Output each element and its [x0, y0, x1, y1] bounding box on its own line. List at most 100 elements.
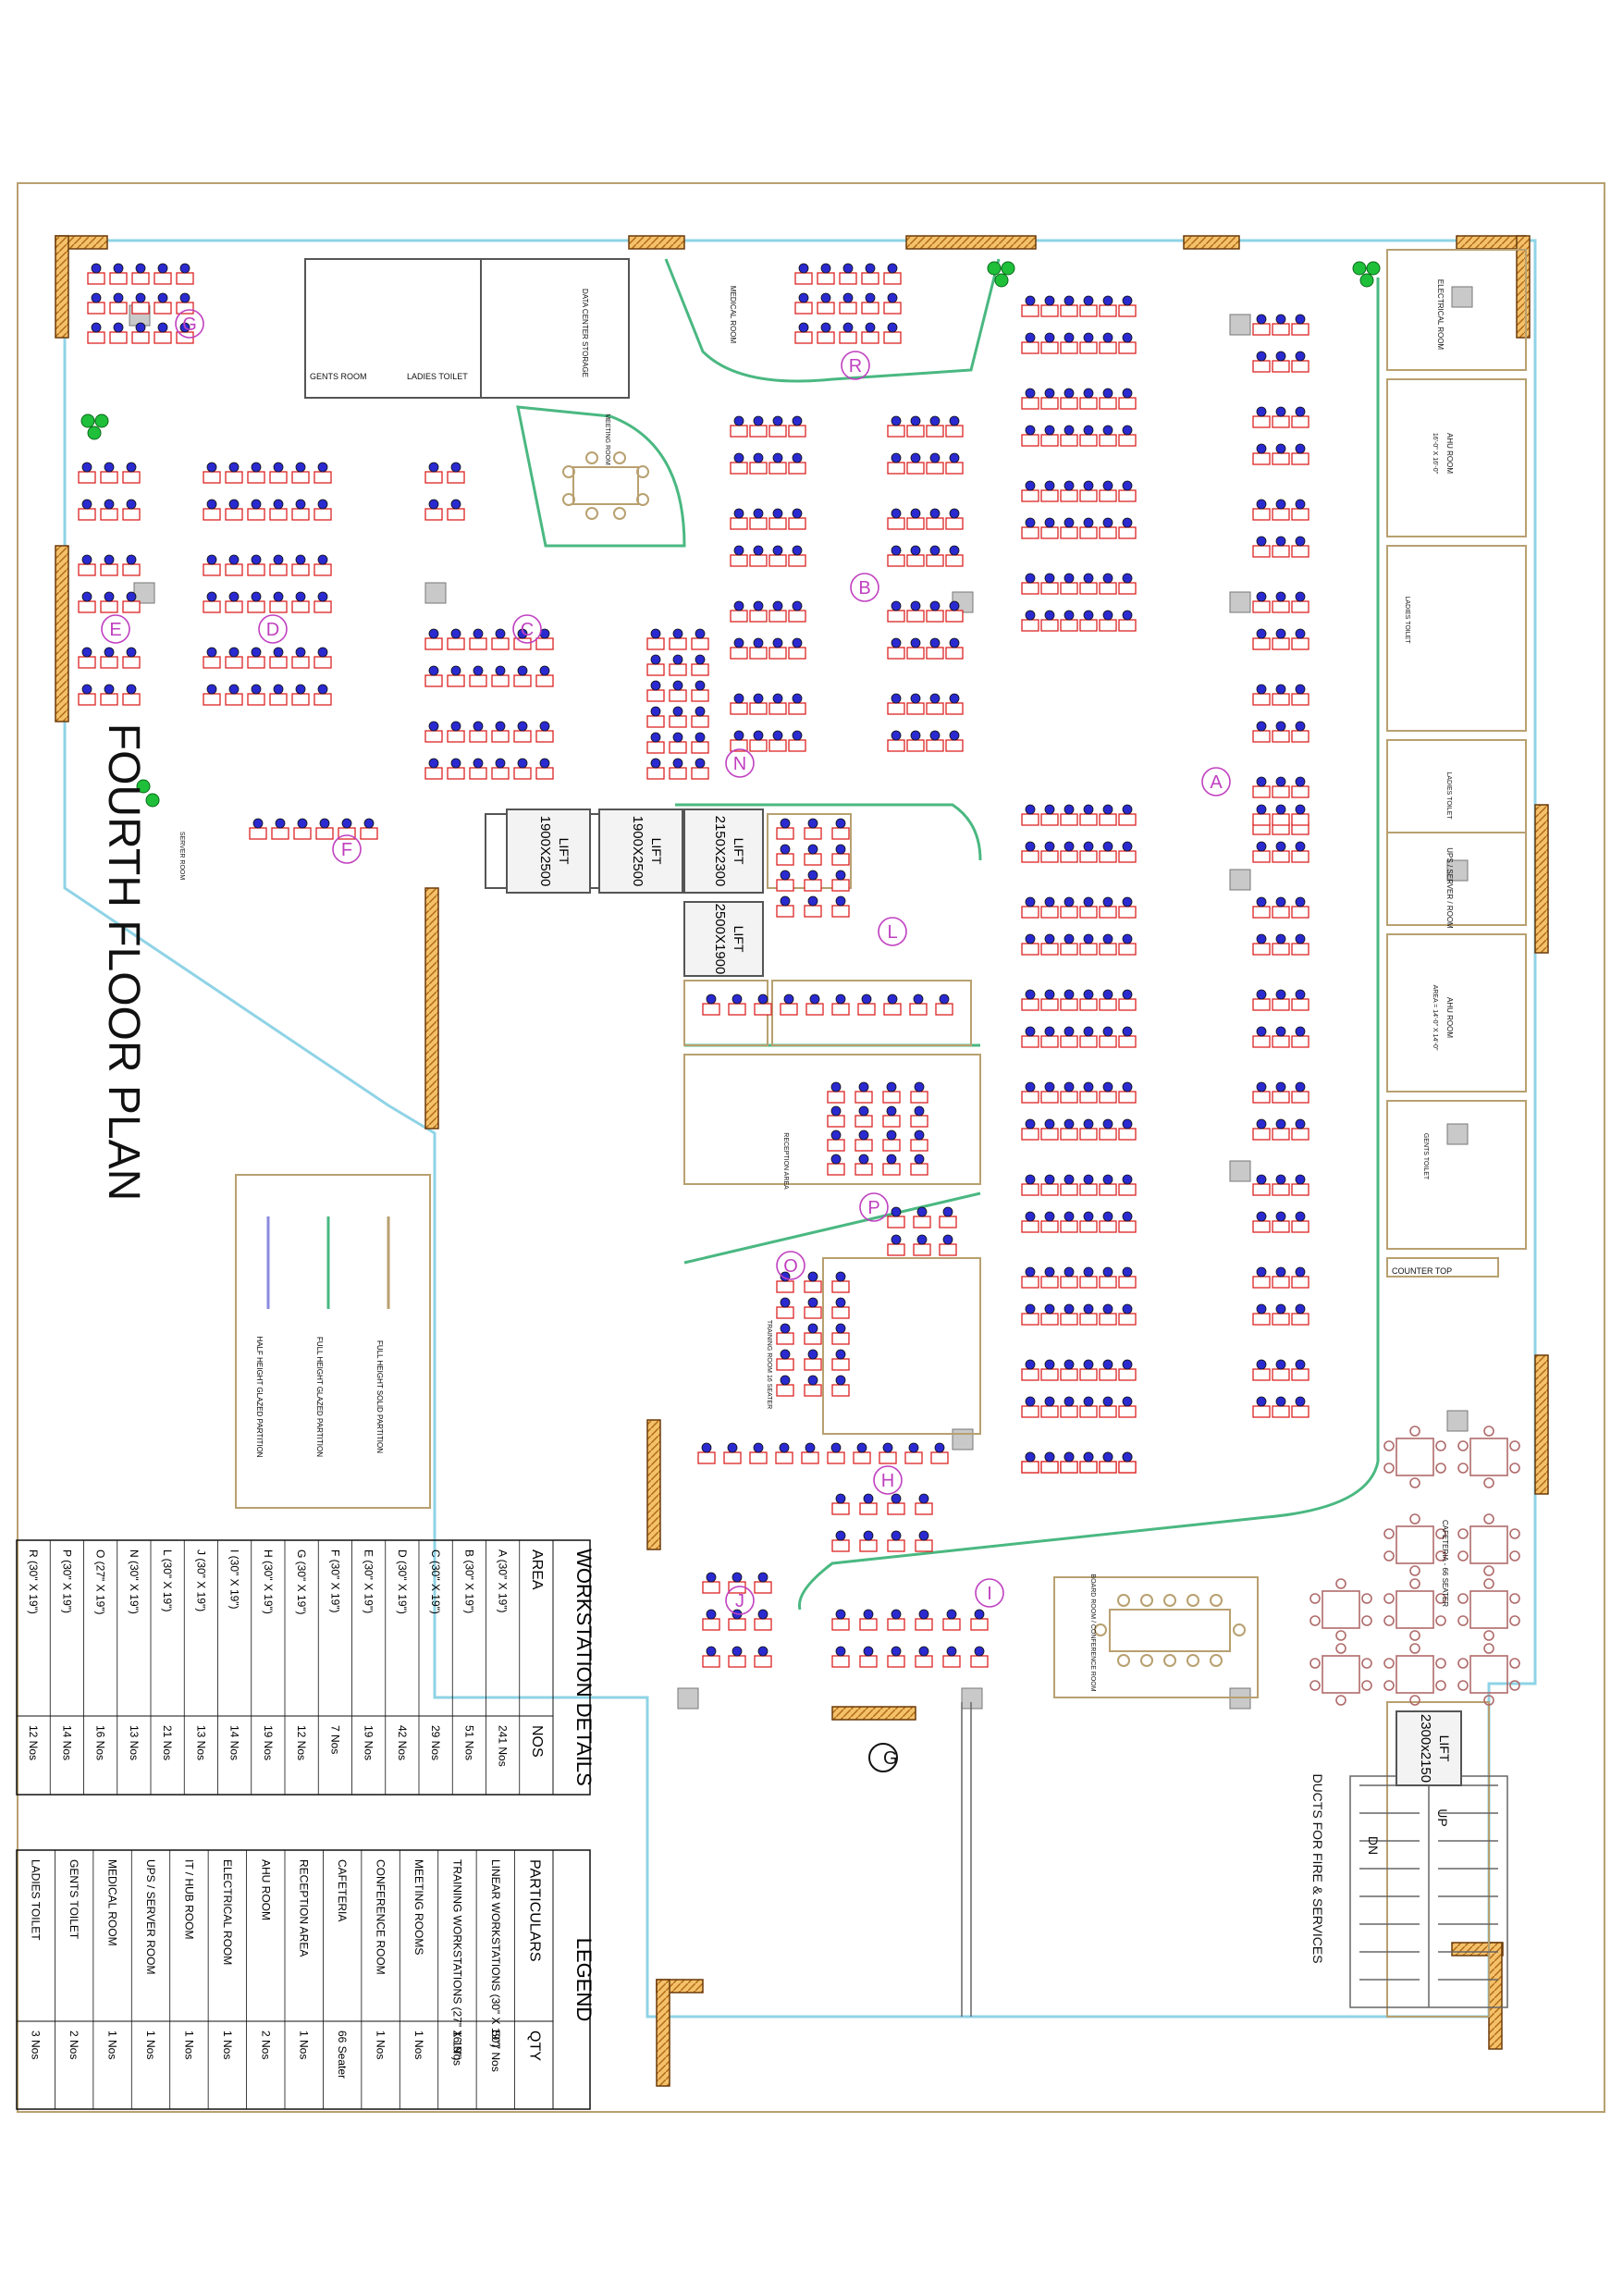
room-label: CAFETERIA - 66 SEATER [1441, 1520, 1449, 1607]
chair-icon [1256, 989, 1267, 1000]
desk [1040, 813, 1059, 826]
desk [1252, 943, 1271, 956]
chair-icon [1083, 1211, 1094, 1222]
svg-text:I: I [987, 1584, 992, 1604]
table-cell: D (30" X 19") [396, 1549, 409, 1614]
chair-icon [317, 591, 328, 602]
chair-icon [929, 730, 941, 741]
desk [1040, 304, 1059, 317]
chair-icon [126, 684, 137, 695]
desk [855, 1163, 873, 1176]
desk [1118, 1368, 1137, 1381]
table-cell: AHU ROOM [259, 1859, 272, 1920]
cafe-chair [1509, 1440, 1520, 1451]
chair-icon [1064, 480, 1075, 491]
cafe-chair [1409, 1426, 1420, 1437]
chair-icon [428, 462, 439, 473]
desk [1272, 452, 1290, 465]
chair-icon [1064, 1303, 1075, 1315]
chair-icon [1064, 1118, 1075, 1129]
table-cell: IT / HUB ROOM [182, 1859, 195, 1939]
desk [291, 656, 310, 669]
chair-icon [949, 452, 960, 463]
cafe-chair [1361, 1593, 1372, 1604]
chair-icon [104, 499, 115, 510]
desk [1291, 637, 1309, 650]
desk [855, 1139, 873, 1152]
desk [1272, 785, 1290, 798]
chair-icon [81, 462, 92, 473]
desk [883, 272, 902, 285]
desk [1272, 545, 1290, 558]
chair-icon [914, 1154, 925, 1165]
table-cell: 3 Nos [30, 2031, 43, 2059]
desk [728, 1003, 746, 1016]
desk [1118, 1313, 1137, 1326]
table-cell: PARTICULARS [526, 1859, 542, 1962]
chair-icon [104, 591, 115, 602]
chair-icon [1044, 989, 1055, 1000]
desk [1272, 813, 1290, 826]
chair-icon [295, 684, 306, 695]
desk [1118, 304, 1137, 317]
desk [314, 693, 332, 706]
chair-icon [1044, 610, 1055, 621]
desk [1060, 619, 1078, 632]
desk [78, 600, 96, 613]
desk [804, 1358, 822, 1371]
desk [1252, 1276, 1271, 1289]
chair-icon [1044, 517, 1055, 528]
chair-icon [1102, 480, 1113, 491]
desk [1118, 489, 1137, 502]
table-cell: 14 Nos [60, 1725, 73, 1760]
chair-icon [891, 415, 902, 426]
desk [225, 693, 243, 706]
chair-icon [1083, 480, 1094, 491]
chair-icon [1295, 1026, 1306, 1037]
chair-icon [914, 1081, 925, 1092]
zone-marker-h: H [873, 1465, 903, 1495]
table-cell: 1 Nos [221, 2031, 234, 2059]
chair-icon [1025, 841, 1036, 852]
chair-icon [910, 508, 921, 519]
desk [1079, 1220, 1098, 1233]
chair-icon [891, 693, 902, 704]
svg-text:LIFT: LIFT [732, 838, 746, 865]
chair-icon [1256, 628, 1267, 639]
cafe-chair [1457, 1550, 1469, 1562]
desk [424, 674, 443, 687]
desk [857, 1003, 876, 1016]
desk [1040, 1313, 1059, 1326]
svg-text:C: C [521, 620, 534, 640]
chair-icon [949, 693, 960, 704]
cafe-chair [1509, 1658, 1520, 1669]
desk [939, 1216, 957, 1228]
desk [1021, 943, 1039, 956]
chair-icon [1025, 517, 1036, 528]
desk [942, 1618, 961, 1631]
cafe-chair [1409, 1513, 1420, 1524]
desk [669, 637, 687, 650]
chair-icon [805, 1442, 816, 1453]
desk [1060, 434, 1078, 447]
chair-icon [733, 415, 744, 426]
chair-icon [910, 730, 921, 741]
chair-icon [733, 508, 744, 519]
chair-icon [428, 499, 439, 510]
chair-icon [830, 1105, 842, 1117]
room-label: TRAINING ROOM 16 SEATER [766, 1320, 772, 1409]
desk [1291, 813, 1309, 826]
chair-icon [363, 818, 375, 829]
chair-icon [1064, 1211, 1075, 1222]
cafe-chair [1509, 1680, 1520, 1691]
zone-marker-g: G [175, 309, 204, 339]
desk [904, 1451, 923, 1464]
desk [926, 702, 944, 715]
desk [469, 674, 487, 687]
desk [269, 600, 288, 613]
chair-icon [1102, 573, 1113, 584]
table-cell: ELECTRICAL ROOM [221, 1859, 234, 1965]
room-label: SERVER ROOM [178, 832, 185, 881]
cafe-chair [1509, 1550, 1520, 1562]
chair-icon [929, 415, 941, 426]
